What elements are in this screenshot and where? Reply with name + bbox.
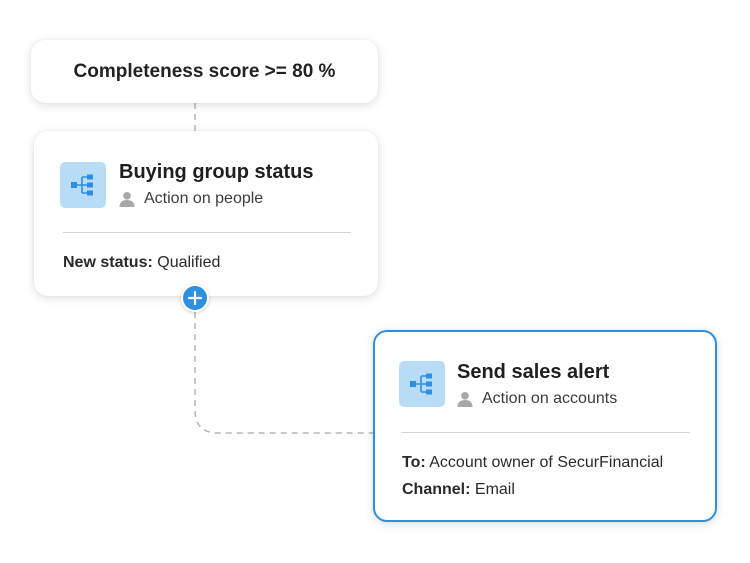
step-subtitle-text: Action on people [144, 190, 264, 207]
step-title: Send sales alert [457, 361, 610, 383]
new-status-detail: New status: Qualified [63, 254, 220, 272]
add-step-button[interactable] [181, 284, 209, 312]
step-title: Buying group status [119, 161, 314, 183]
condition-node[interactable]: Completeness score >= 80 % [31, 40, 378, 103]
person-icon [457, 392, 473, 407]
flow-hierarchy-icon [60, 162, 106, 208]
channel-label: Channel: [402, 481, 471, 498]
step-subtitle: Action on accounts [457, 390, 617, 408]
detail-value: Qualified [157, 254, 221, 271]
connector-step-to-alert [194, 312, 373, 434]
flow-hierarchy-icon [399, 361, 445, 407]
buying-group-status-node[interactable]: Buying group status Action on people New… [34, 131, 378, 296]
to-value: Account owner of SecurFinancial [429, 454, 664, 471]
to-label: To: [402, 454, 426, 471]
channel-value: Email [474, 481, 515, 498]
plus-icon [188, 291, 202, 305]
to-detail: To: Account owner of SecurFinancial [402, 454, 663, 472]
detail-label: New status: [63, 254, 153, 271]
condition-label: Completeness score >= 80 % [73, 60, 336, 82]
step-subtitle-text: Action on accounts [482, 390, 618, 407]
channel-detail: Channel: Email [402, 481, 515, 499]
card-divider [63, 232, 351, 233]
card-divider [402, 432, 690, 433]
send-sales-alert-node[interactable]: Send sales alert Action on accounts To: … [373, 330, 717, 522]
step-subtitle: Action on people [119, 190, 263, 208]
person-icon [119, 192, 135, 207]
